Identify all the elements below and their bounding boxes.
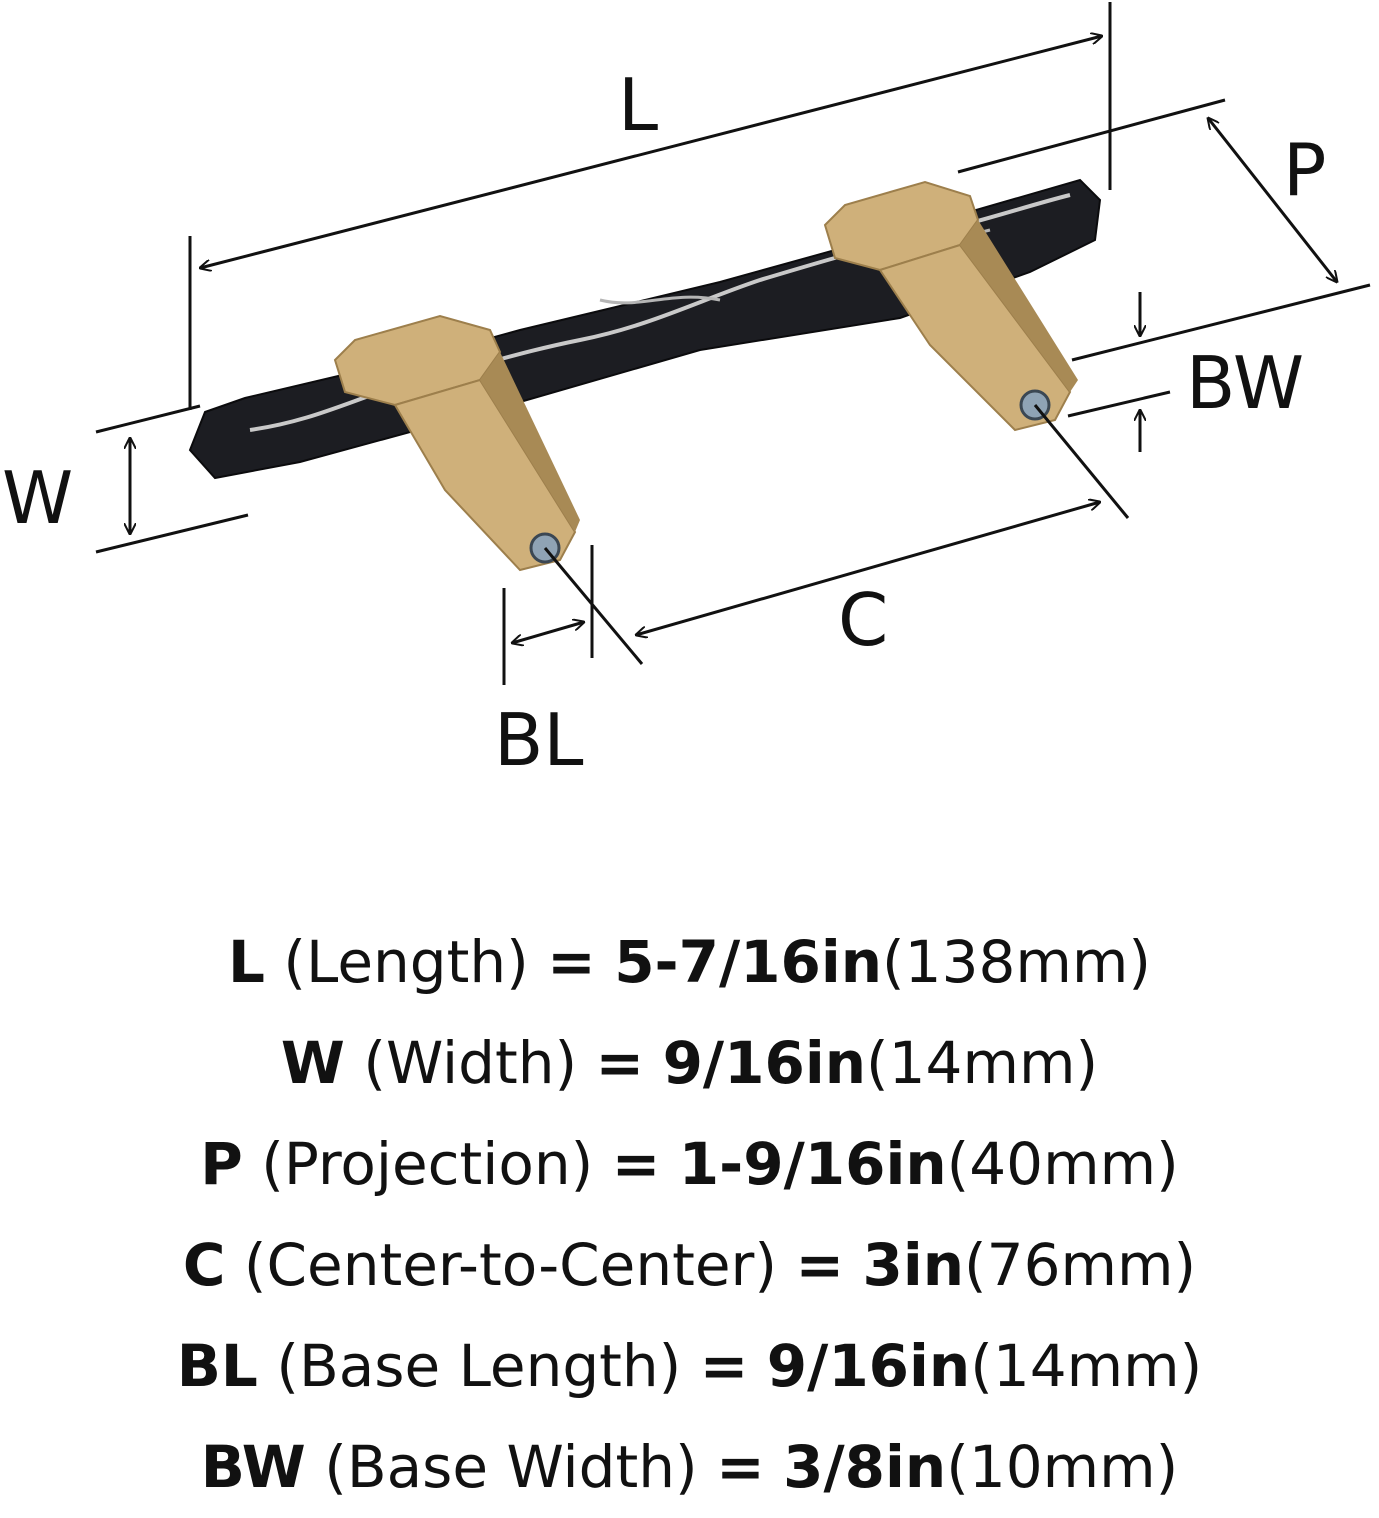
spec-imperial: 3in: [862, 1231, 965, 1299]
p-extension-top: [957, 98, 1226, 174]
spec-key: L: [227, 928, 265, 996]
dimension-diagram: L P BW W C BL: [2, 2, 1371, 782]
spec-name: (Length): [283, 928, 529, 996]
spec-equals: =: [699, 1332, 749, 1400]
spec-equals: =: [716, 1433, 765, 1501]
bw-extension-bottom: [1067, 390, 1171, 418]
label-p: P: [1283, 128, 1326, 212]
spec-imperial: 9/16in: [662, 1029, 867, 1097]
c-centerline-right: [1033, 404, 1130, 519]
spec-key: C: [182, 1231, 226, 1299]
spec-center-to-center: C (Center-to-Center) = 3in(76mm): [0, 1215, 1379, 1316]
l-dimension-line: [200, 36, 1102, 268]
spec-key: P: [200, 1130, 243, 1198]
cabinet-pull-illustration: [188, 178, 1102, 572]
bl-dimension-line: [512, 622, 584, 643]
p-extension-bottom: [1071, 283, 1371, 362]
label-c: C: [838, 578, 888, 662]
p-dimension-line: [1208, 118, 1337, 282]
dimension-spec-list: L (Length) = 5-7/16in(138mm) W (Width) =…: [0, 912, 1379, 1518]
spec-metric: (40mm): [946, 1130, 1179, 1198]
spec-width: W (Width) = 9/16in(14mm): [0, 1013, 1379, 1114]
spec-name: (Width): [363, 1029, 578, 1097]
spec-equals: =: [547, 928, 596, 996]
spec-metric: (14mm): [970, 1332, 1203, 1400]
spec-key: BL: [176, 1332, 258, 1400]
c-dimension-line: [636, 502, 1100, 635]
spec-name: (Base Length): [276, 1332, 682, 1400]
spec-projection: P (Projection) = 1-9/16in(40mm): [0, 1114, 1379, 1215]
spec-base-length: BL (Base Length) = 9/16in(14mm): [0, 1316, 1379, 1417]
spec-metric: (10mm): [946, 1433, 1179, 1501]
label-l: L: [618, 63, 658, 147]
spec-imperial: 3/8in: [783, 1433, 947, 1501]
spec-imperial: 1-9/16in: [678, 1130, 947, 1198]
spec-metric: (138mm): [882, 928, 1152, 996]
spec-equals: =: [595, 1029, 645, 1097]
label-bl: BL: [494, 698, 584, 782]
left-post-shade: [480, 352, 580, 532]
spec-imperial: 9/16in: [766, 1332, 971, 1400]
spec-imperial: 5-7/16in: [614, 928, 883, 996]
spec-equals: =: [611, 1130, 661, 1198]
spec-equals: =: [795, 1231, 845, 1299]
spec-key: W: [280, 1029, 345, 1097]
spec-base-width: BW (Base Width) = 3/8in(10mm): [0, 1417, 1379, 1518]
w-extension-top: [95, 404, 201, 434]
spec-key: BW: [200, 1433, 306, 1501]
dimension-lines: [95, 2, 1371, 685]
spec-metric: (76mm): [964, 1231, 1197, 1299]
spec-length: L (Length) = 5-7/16in(138mm): [0, 912, 1379, 1013]
spec-name: (Projection): [261, 1130, 594, 1198]
label-w: W: [2, 456, 73, 540]
spec-name: (Base Width): [324, 1433, 698, 1501]
spec-name: (Center-to-Center): [243, 1231, 778, 1299]
label-bw: BW: [1186, 341, 1304, 425]
spec-metric: (14mm): [866, 1029, 1099, 1097]
w-extension-bottom: [95, 513, 249, 554]
